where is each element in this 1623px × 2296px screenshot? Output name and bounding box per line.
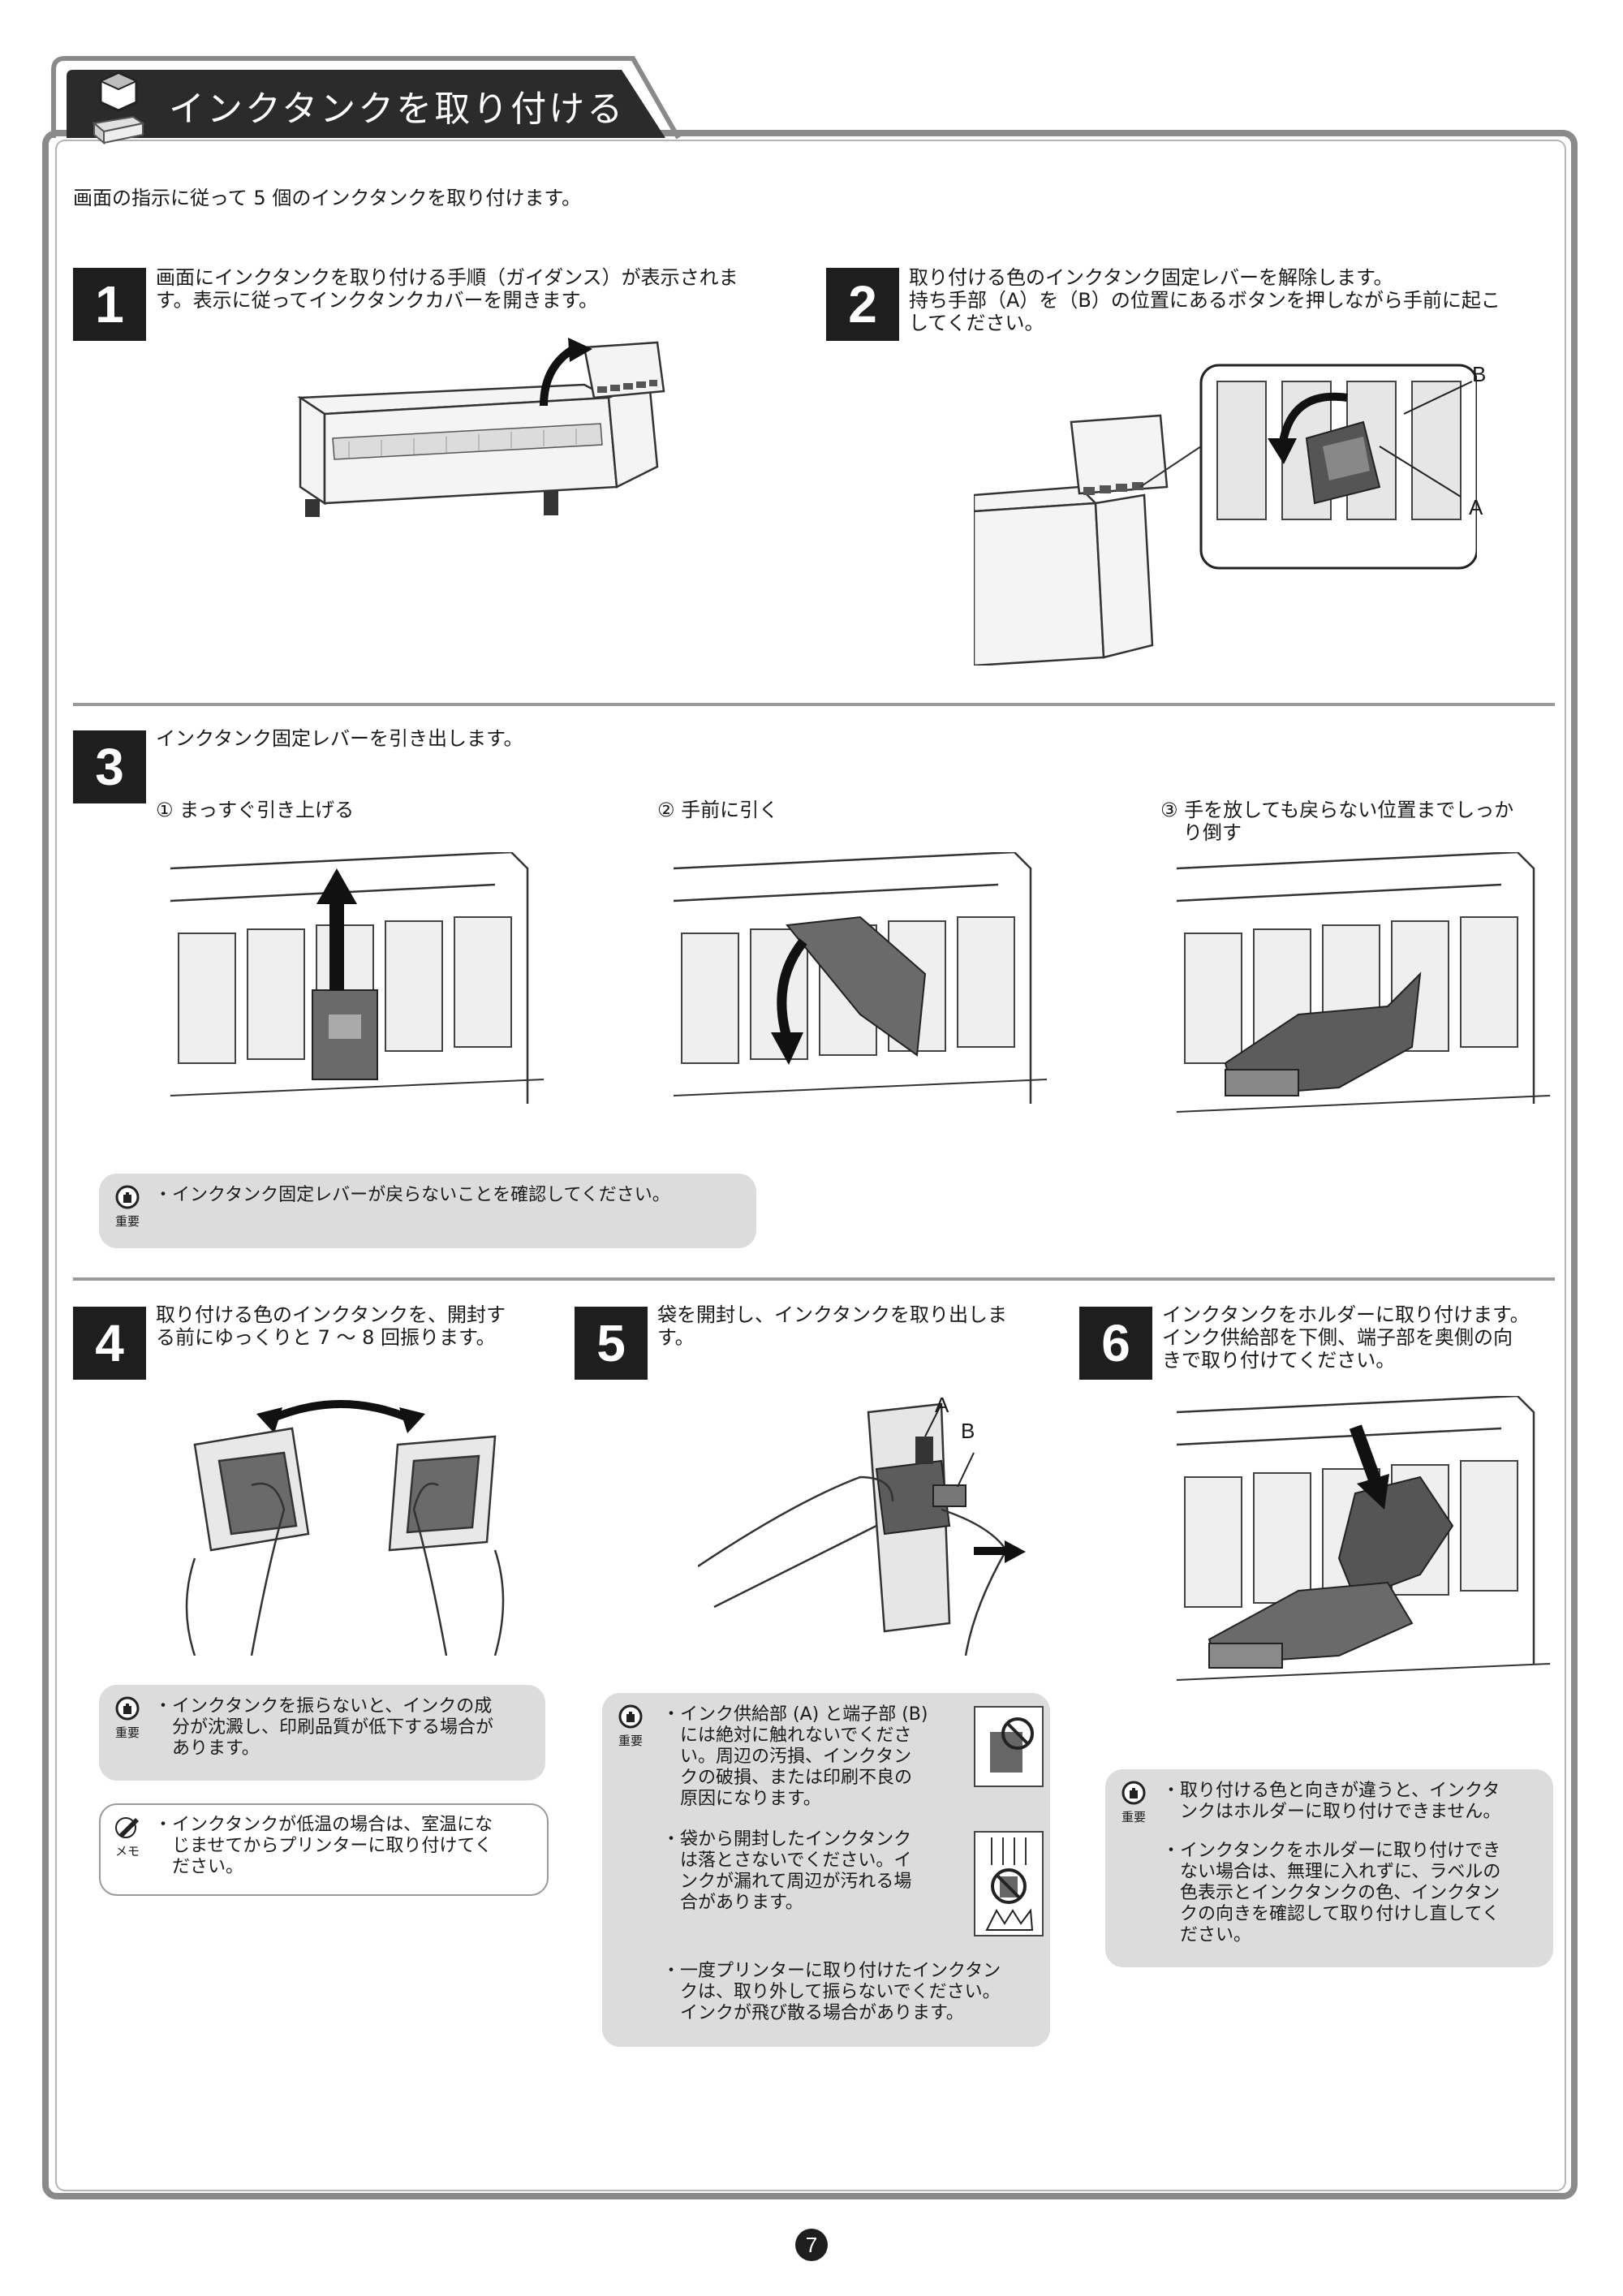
callout-a-step2: A	[1469, 495, 1483, 519]
intro-text: 画面の指示に従って 5 個のインクタンクを取り付けます。	[73, 187, 581, 209]
important-icon: 重要	[1115, 1781, 1152, 1824]
step-5-badge: 5	[575, 1307, 648, 1380]
step-5-note-item-1: ・インク供給部 (A) と端子部 (B) には絶対に触れないでくださ い。周辺の…	[662, 1704, 928, 1809]
step-5-text: 袋を開封し、インクタンクを取り出します。	[657, 1303, 1008, 1349]
step-3-note-text: ・インクタンク固定レバーが戻らないことを確認してください。	[154, 1185, 670, 1205]
step-6-note-item-2: ・インクタンクをホルダーに取り付けでき ない場合は、無理に入れずに、ラベルの 色…	[1162, 1841, 1501, 1945]
no-touch-warning-icon	[974, 1706, 1044, 1787]
step-4-memo-note	[99, 1803, 549, 1896]
step-3-badge: 3	[73, 730, 146, 803]
step-4-text: 取り付ける色のインクタンクを、開封する前にゆっくりと 7 ～ 8 回振ります。	[156, 1303, 506, 1349]
step-3-important-note	[99, 1174, 756, 1248]
callout-b-step5: B	[961, 1419, 975, 1443]
important-icon: 重要	[109, 1185, 146, 1229]
step-1-badge: 1	[73, 268, 146, 341]
unpack-ink-tank-illustration	[698, 1402, 1026, 1656]
step-6-important-note	[1105, 1769, 1553, 1967]
step-6-badge: 6	[1079, 1307, 1152, 1380]
no-drop-warning-icon	[974, 1831, 1044, 1936]
step-1-text: 画面にインクタンクを取り付ける手順（ガイダンス）が表示されます。表示に従ってイン…	[156, 266, 738, 312]
lever-release-illustration	[974, 364, 1477, 666]
step-2-badge: 2	[826, 268, 899, 341]
callout-b-step2: B	[1472, 362, 1487, 386]
page-number: 7	[795, 2229, 828, 2261]
memo-icon: メモ	[109, 1815, 146, 1859]
step-6-note-item-1: ・取り付ける色と向きが違うと、インクタ ンクはホルダーに取り付けできません。	[1162, 1781, 1501, 1822]
step-4-important-text: ・インクタンクを振らないと、インクの成 分が沈澱し、印刷品質が低下する場合が あ…	[154, 1696, 494, 1759]
install-ink-tank-illustration	[1177, 1396, 1550, 1681]
important-icon: 重要	[109, 1696, 146, 1740]
step-3-text: インクタンク固定レバーを引き出します。	[156, 727, 523, 750]
lever-tilt-down-illustration	[1177, 852, 1550, 1113]
step-2-text: 取り付ける色のインクタンク固定レバーを解除します。持ち手部（A）を（B）の位置に…	[909, 266, 1500, 334]
header-tab	[51, 56, 681, 140]
step-5-note-item-3: ・一度プリンターに取り付けたインクタン クは、取り外して振らないでください。 イ…	[662, 1961, 1001, 2023]
step-4-memo-text: ・インクタンクが低温の場合は、室温にな じませてからプリンターに取り付けてく だ…	[154, 1815, 493, 1877]
step-3-sub-a: ① まっすぐ引き上げる	[156, 799, 355, 821]
callout-a-step5: A	[935, 1393, 949, 1417]
important-icon: 重要	[612, 1704, 649, 1748]
printer-open-cover-illustration	[297, 338, 665, 517]
page-title: インクタンクを取り付ける	[169, 88, 626, 130]
printer-icon	[92, 71, 145, 145]
section-divider	[73, 703, 1555, 706]
section-divider	[73, 1277, 1555, 1281]
shake-ink-tank-illustration	[185, 1400, 505, 1656]
step-6-text: インクタンクをホルダーに取り付けます。インク供給部を下側、端子部を奥側の向きで取…	[1162, 1303, 1530, 1372]
lever-pull-forward-illustration	[674, 852, 1047, 1104]
step-3-sub-b: ② 手前に引く	[657, 799, 779, 821]
page-frame	[42, 130, 1578, 2199]
page-frame-inner	[55, 140, 1566, 2191]
step-5-note-item-2: ・袋から開封したインクタンク は落とさないでください。イ ンクが漏れて周辺が汚れ…	[662, 1829, 912, 1913]
lever-pull-up-illustration	[170, 852, 544, 1104]
step-4-important-note	[99, 1685, 545, 1781]
step-3-sub-c: ③ 手を放しても戻らない位置までしっかり倒す	[1160, 799, 1514, 844]
step-4-badge: 4	[73, 1307, 146, 1380]
